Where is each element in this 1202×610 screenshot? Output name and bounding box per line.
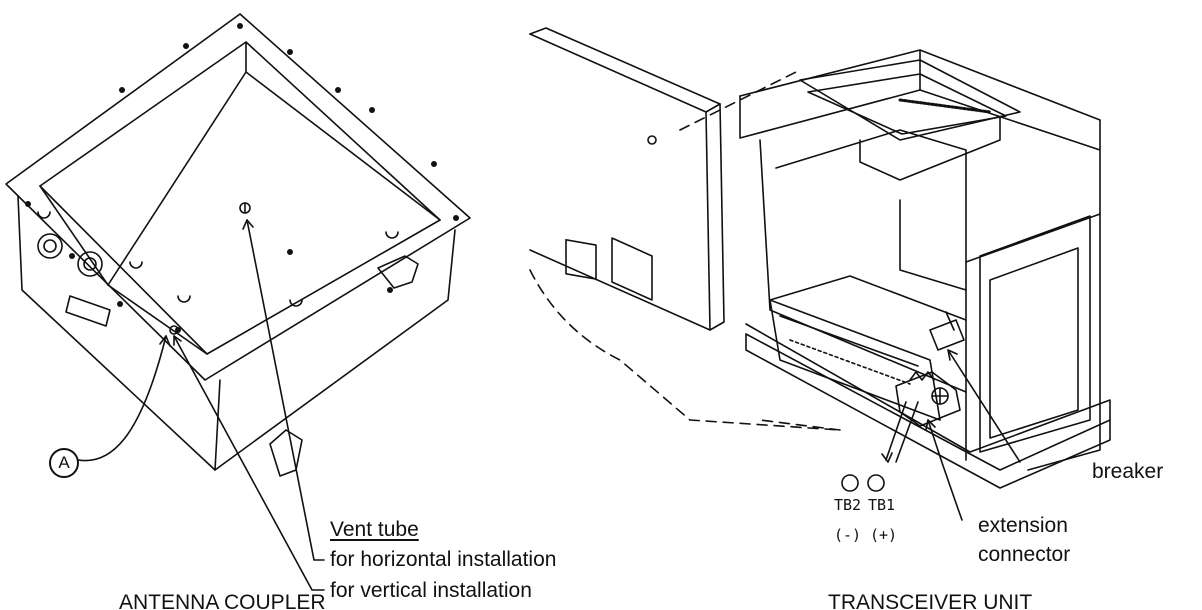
callout-a-marker: A bbox=[49, 448, 79, 478]
transceiver-unit-caption: TRANSCEIVER UNIT bbox=[828, 591, 1033, 610]
leader-extension-connector bbox=[927, 419, 963, 521]
vertical-installation-note: for vertical installation bbox=[330, 579, 532, 602]
tb2-polarity: (-) bbox=[834, 526, 862, 544]
tb1-terminal-icon bbox=[867, 474, 885, 492]
extension-label: extension bbox=[978, 514, 1068, 537]
tb2-terminal-icon bbox=[841, 474, 859, 492]
antenna-coupler-caption: ANTENNA COUPLER bbox=[119, 591, 326, 610]
callout-arrow bbox=[77, 335, 167, 462]
antenna-coupler-drawing bbox=[5, 13, 471, 591]
connector-1-icon bbox=[37, 233, 63, 259]
tb2-label: TB2 bbox=[834, 496, 862, 514]
horizontal-installation-note: for horizontal installation bbox=[330, 548, 557, 571]
tb1-label: TB1 bbox=[868, 496, 896, 514]
vent-tube-label: Vent tube bbox=[330, 518, 419, 541]
leader-horizontal bbox=[246, 219, 325, 561]
leader-vertical bbox=[173, 335, 325, 591]
connector-label: connector bbox=[978, 543, 1071, 566]
tb1-polarity: (+) bbox=[870, 526, 898, 544]
side-plate-icon bbox=[65, 295, 111, 327]
leader-terminals bbox=[881, 401, 907, 463]
breaker-label: breaker bbox=[1092, 460, 1164, 483]
vent-tube-vertical-icon bbox=[169, 325, 179, 335]
leader-breaker bbox=[947, 349, 1021, 463]
connector-2-icon bbox=[77, 251, 103, 277]
transceiver-unit-drawing bbox=[529, 27, 1111, 521]
flange-holes bbox=[25, 23, 459, 333]
